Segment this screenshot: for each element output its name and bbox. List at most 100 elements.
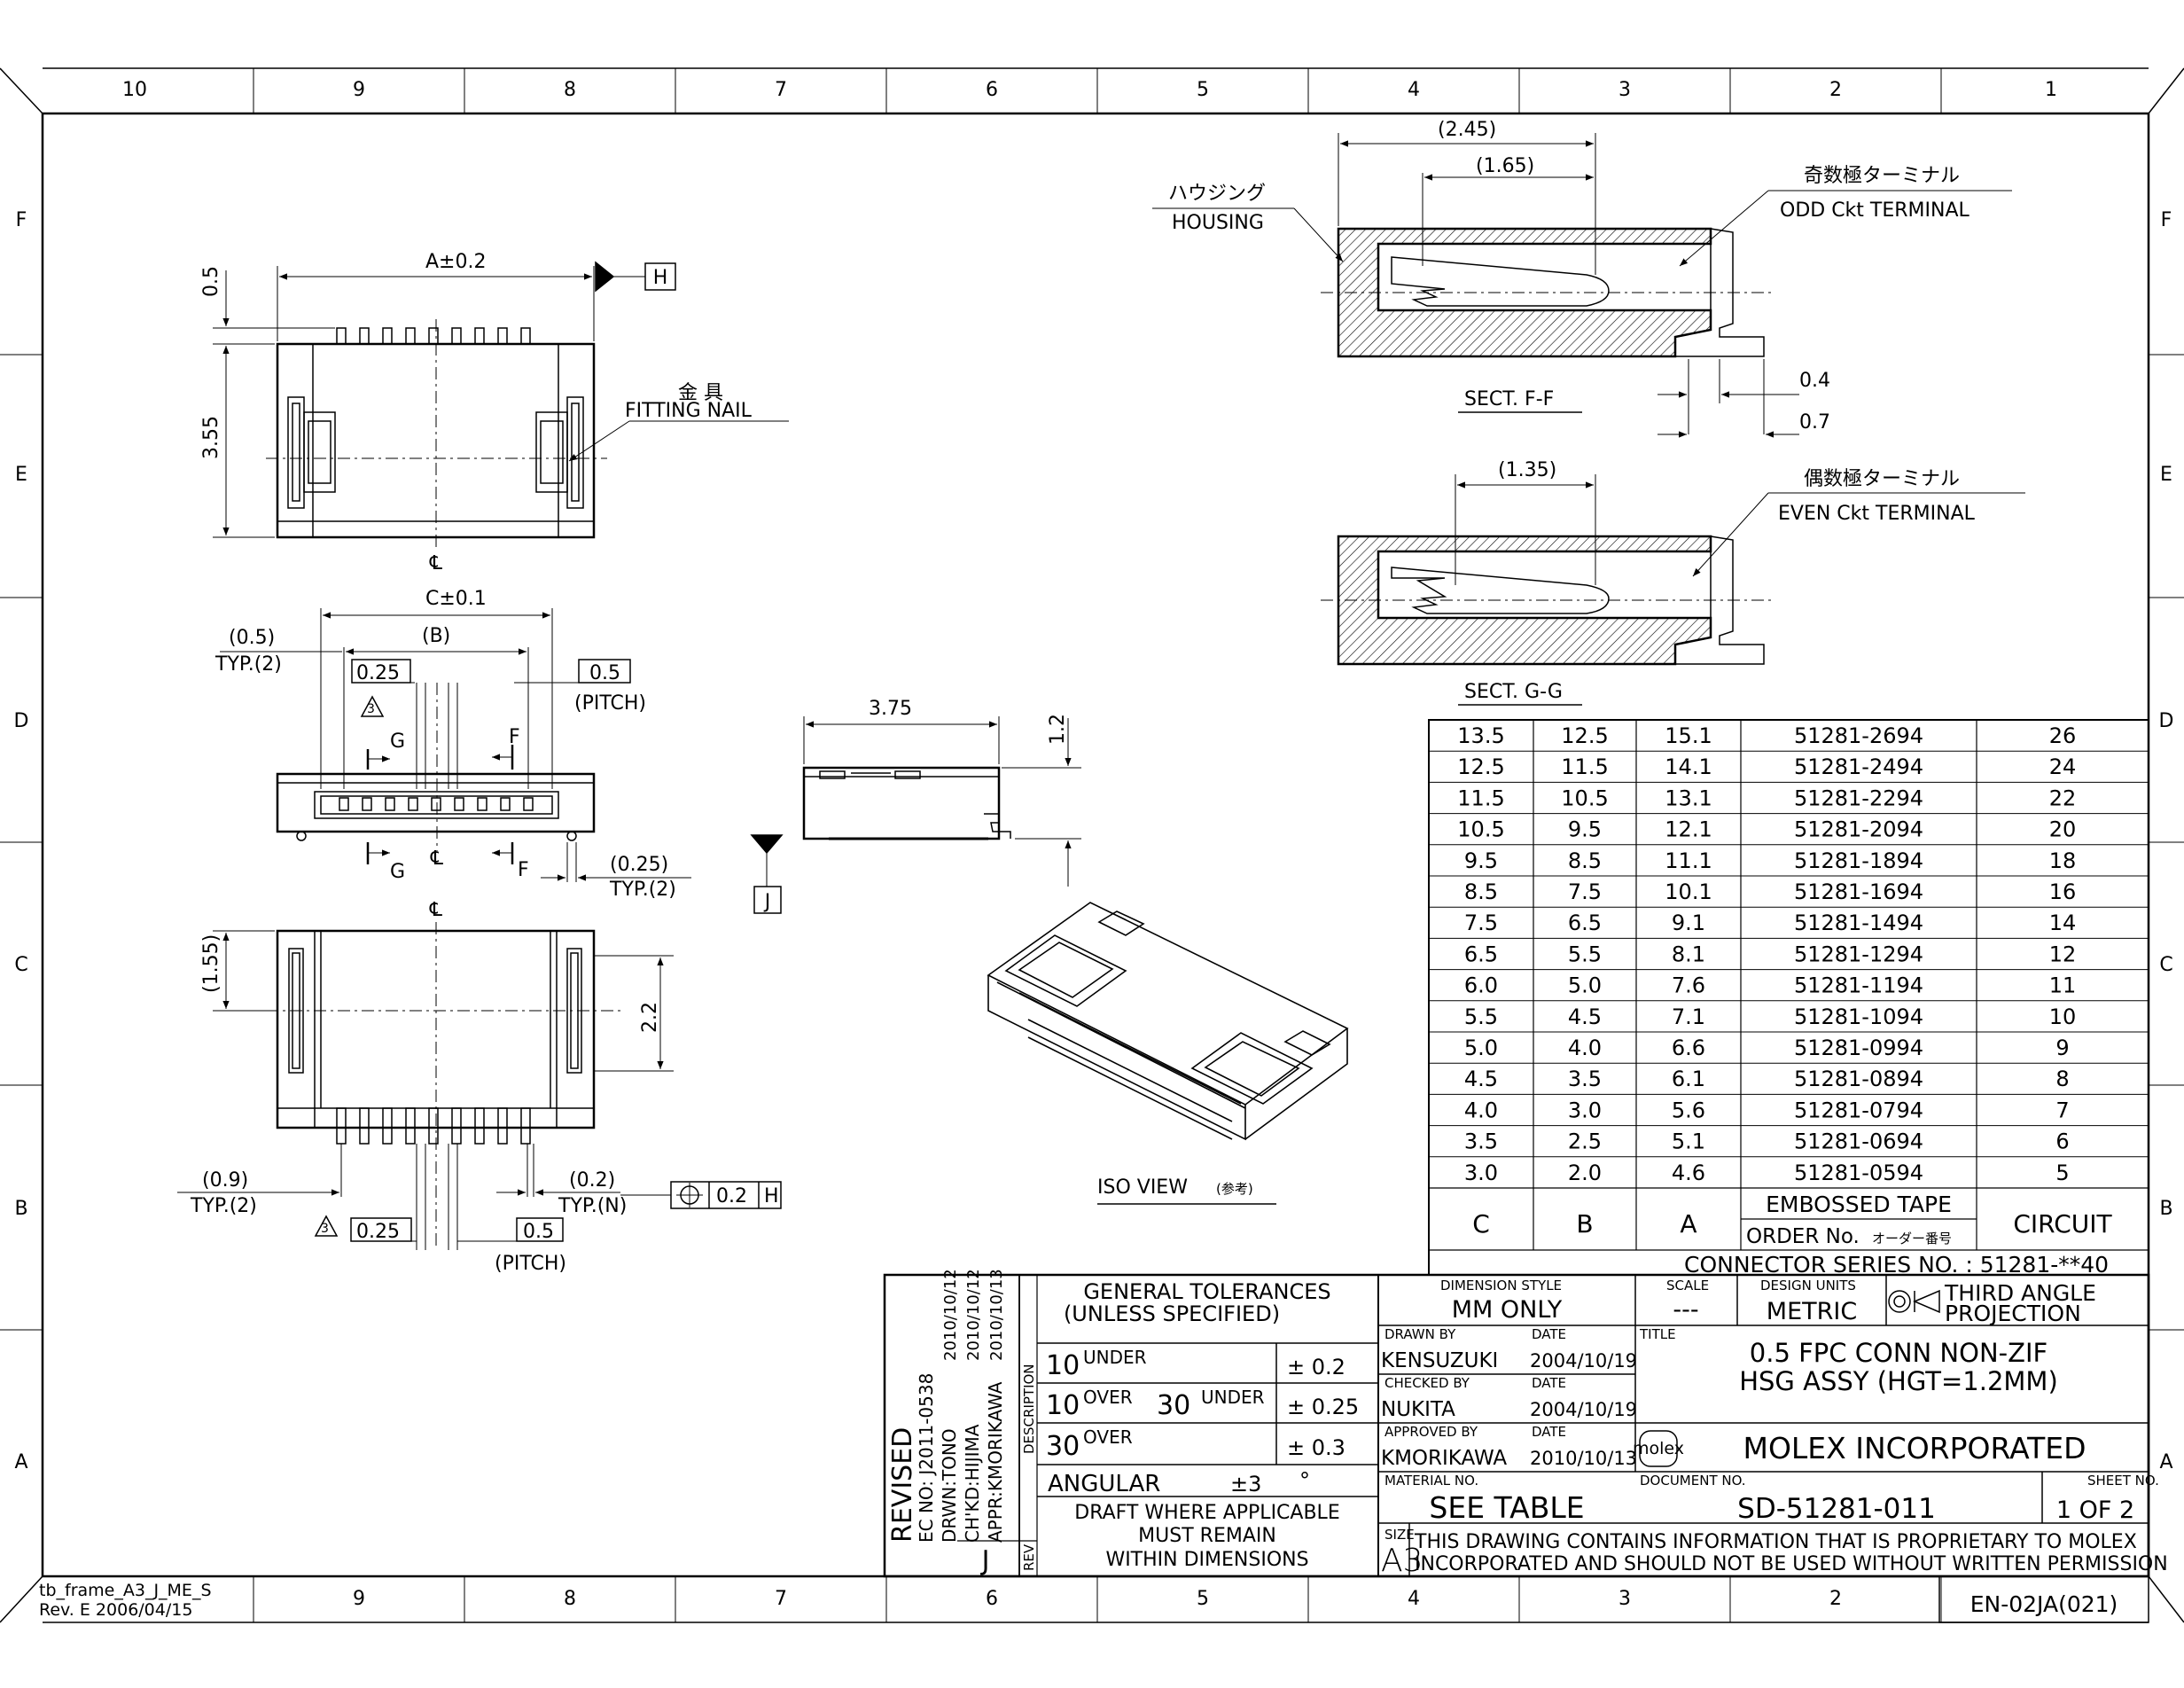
fitting-nail-jp: 金 具 [678, 382, 723, 404]
table-cell: 8 [2055, 1067, 2069, 1091]
scale-value: --- [1673, 1296, 1698, 1324]
col-label: 9 [353, 79, 365, 101]
table-cell: 6.0 [1464, 973, 1498, 998]
col-label: 3 [1618, 79, 1631, 101]
table-cell: 4.0 [1464, 1098, 1498, 1122]
section-gg-labels: (1.35) 偶数極ターミナル EVEN Ckt TERMINAL SECT. … [1464, 459, 1976, 703]
table-cell: 10 [2049, 1004, 2077, 1029]
field-label: CHECKED BY [1384, 1375, 1470, 1391]
odd-terminal-label-jp: 奇数極ターミナル [1804, 165, 1960, 187]
field-label: DOCUMENT NO. [1640, 1473, 1746, 1489]
table-cell: 9.5 [1464, 848, 1498, 873]
field-label: MATERIAL NO. [1384, 1473, 1478, 1489]
datum-h-label: H [653, 267, 668, 289]
top-view-labels: A±0.2 0.5 3.55 H 金 具 FITTING NAIL ℄ [200, 251, 753, 574]
table-cell: 7.5 [1464, 910, 1498, 935]
sheet-number: 1 OF 2 [2056, 1497, 2134, 1524]
dim-label: (2.45) [1438, 119, 1496, 141]
typ-label: TYP.(N) [558, 1195, 627, 1217]
col-label: 8 [564, 1588, 576, 1610]
side-view [750, 716, 1081, 914]
col-header-order: ORDER No. [1746, 1225, 1860, 1248]
odd-terminal-label: ODD Ckt TERMINAL [1780, 199, 1970, 222]
row-label: E [15, 464, 27, 486]
revision-drawn: DRWN:TONO [939, 1428, 960, 1543]
col-label: 6 [986, 1588, 998, 1610]
revision-block [883, 1273, 2150, 1578]
fcf-tolerance: 0.2 [716, 1185, 747, 1207]
dim-label: (1.65) [1476, 155, 1534, 177]
table-cell: 22 [2049, 785, 2077, 810]
field-label: SIZE [1384, 1527, 1415, 1543]
table-cell: 51281-0694 [1794, 1129, 1923, 1154]
centerline-symbol: ℄ [429, 552, 443, 574]
table-cell: 10.5 [1561, 785, 1608, 810]
table-cell: 51281-1294 [1794, 942, 1923, 966]
table-cell: 5.6 [1672, 1098, 1705, 1122]
frame-column-labels: 10 9 8 7 6 5 4 3 2 1 9 8 7 6 5 4 3 2 [122, 79, 2057, 1610]
table-cell: 2.0 [1568, 1160, 1602, 1185]
title-block-labels: DIMENSION STYLE MM ONLY SCALE --- DESIGN… [1381, 1278, 2168, 1579]
dim-label: (1.55) [200, 934, 222, 993]
col-header-b: B [1576, 1209, 1593, 1239]
table-cell: 51281-2094 [1794, 817, 1923, 842]
tolerance-labels: GENERAL TOLERANCES (UNLESS SPECIFIED) 10… [1046, 1279, 1359, 1571]
field-label: DIMENSION STYLE [1440, 1278, 1562, 1293]
col-label: 7 [775, 1588, 787, 1610]
drawing-title: HSG ASSY (HGT=1.2MM) [1739, 1366, 2058, 1396]
drawn-date-value: 2004/10/19 [1530, 1350, 1637, 1372]
table-cell: 9.5 [1568, 817, 1602, 842]
table-cell: 6.6 [1672, 1035, 1705, 1060]
note-flag: 3 [321, 1222, 329, 1236]
tol-range: UNDER [1201, 1387, 1265, 1408]
iso-view-labels: ISO VIEW (参考) [1097, 1176, 1276, 1205]
table-cell: 7 [2055, 1098, 2069, 1122]
angular-label: ANGULAR [1048, 1471, 1160, 1497]
table-cell: 51281-2494 [1794, 754, 1923, 779]
table-cell: 6.5 [1568, 910, 1602, 935]
tol-value: ± 0.2 [1287, 1355, 1346, 1379]
table-cell: 5.0 [1568, 973, 1602, 998]
table-cell: 26 [2049, 723, 2077, 748]
dim-label: (1.35) [1498, 459, 1556, 481]
table-cell: 13.1 [1665, 785, 1712, 810]
row-label: F [2161, 209, 2172, 231]
field-label: TITLE [1639, 1326, 1676, 1342]
field-label: SHEET NO. [2087, 1473, 2159, 1489]
front-view [220, 608, 691, 882]
revision-labels: REVISED EC NO: J2011-0538 DRWN:TONO CH'K… [887, 1269, 1037, 1576]
tol-range: 30 [1157, 1390, 1190, 1421]
section-g-mark: G [390, 731, 405, 753]
revision-title: REVISED [887, 1427, 918, 1543]
table-cell: 2.5 [1568, 1129, 1602, 1154]
table-cell: 51281-2294 [1794, 785, 1923, 810]
table-cell: 11.5 [1457, 785, 1504, 810]
table-cell: 12.5 [1561, 723, 1608, 748]
table-cell: 14 [2049, 910, 2077, 935]
table-cell: 10.1 [1665, 879, 1712, 904]
note-flag: 3 [367, 702, 375, 716]
dim-label: 0.5 [200, 266, 222, 297]
degree-symbol: ° [1299, 1468, 1310, 1493]
col-label: 7 [775, 79, 787, 101]
revision-date: 2010/10/12 [941, 1269, 960, 1361]
table-cell: 3.5 [1568, 1067, 1602, 1091]
drawn-by-value: KENSUZUKI [1381, 1349, 1498, 1372]
revision-ec: EC NO: J2011-0538 [916, 1373, 937, 1543]
dim-label: (0.25) [610, 854, 668, 876]
basic-dim-box: 0.5 [523, 1221, 554, 1243]
tol-value: ± 0.3 [1287, 1435, 1346, 1460]
col-header-c: C [1472, 1209, 1490, 1239]
tolerance-title: GENERAL TOLERANCES [1083, 1279, 1330, 1304]
dim-label: (0.9) [202, 1169, 248, 1192]
table-cell: 51281-1494 [1794, 910, 1923, 935]
draft-note: DRAFT WHERE APPLICABLE [1074, 1502, 1339, 1524]
dim-label: 0.4 [1799, 370, 1830, 392]
dim-label: 1.2 [1047, 714, 1069, 745]
revision-checked: CH'KD:HIJIMA [962, 1424, 983, 1543]
row-label: E [2160, 464, 2172, 486]
row-label: C [14, 954, 27, 976]
row-label: A [2159, 1451, 2172, 1473]
projection-label: PROJECTION [1945, 1301, 2081, 1326]
